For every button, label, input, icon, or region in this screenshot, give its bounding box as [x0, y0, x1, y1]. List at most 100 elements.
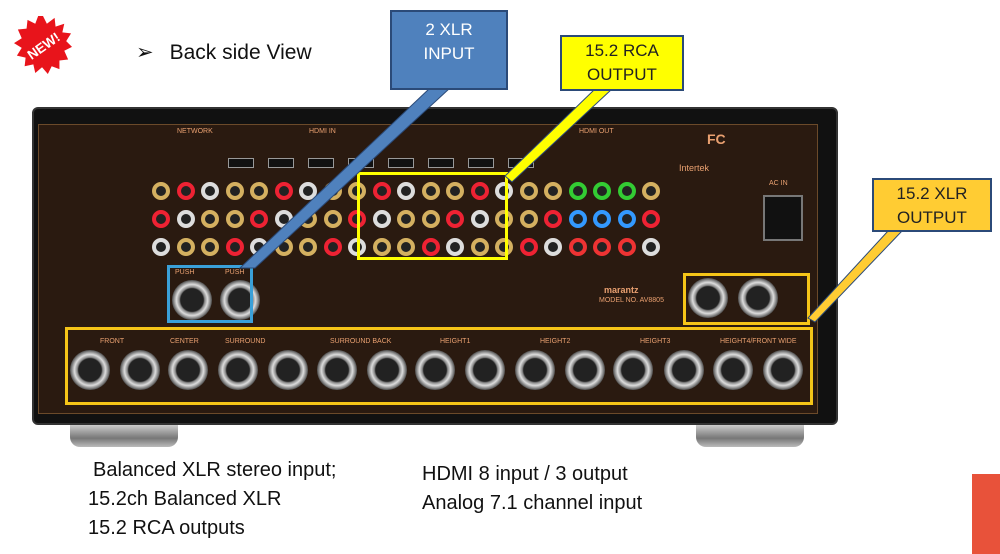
xlr-group-label: CENTER [170, 338, 199, 345]
xlr-output-jack[interactable] [713, 350, 753, 390]
rca-jack[interactable] [421, 182, 440, 200]
rca-jack[interactable] [176, 238, 195, 256]
rca-jack[interactable] [201, 238, 219, 256]
sub-xlr-highlight [683, 273, 810, 325]
xlr-group-label: SURROUND BACK [330, 338, 392, 345]
hdmi-port[interactable] [468, 158, 494, 168]
rca-jack[interactable] [372, 182, 391, 200]
receiver-foot [696, 425, 804, 447]
rca-jack[interactable] [519, 238, 538, 256]
hdmi-port[interactable] [308, 158, 334, 168]
rca-jack[interactable] [642, 182, 660, 200]
rca-jack[interactable] [544, 182, 562, 200]
rca-jack[interactable] [421, 210, 440, 228]
rca-jack[interactable] [201, 210, 219, 228]
rca-jack[interactable] [544, 238, 562, 256]
features-left: Balanced XLR stereo input; 15.2ch Balanc… [88, 459, 337, 539]
rca-jack[interactable] [470, 182, 489, 200]
xlr-output-jack[interactable] [168, 350, 208, 390]
rca-jack[interactable] [470, 238, 489, 256]
xlr-input-jack[interactable] [220, 280, 260, 320]
rca-jack[interactable] [323, 238, 342, 256]
rca-jack[interactable] [372, 238, 391, 256]
rca-jack[interactable] [201, 182, 219, 200]
xlr-input-pointer [238, 87, 452, 269]
hdmi-port[interactable] [228, 158, 254, 168]
rca-jack[interactable] [568, 182, 587, 200]
xlr-output-jack[interactable] [613, 350, 653, 390]
xlr-output-jack[interactable] [70, 350, 110, 390]
xlr-sub-output-jack[interactable] [738, 278, 778, 318]
rca-jack[interactable] [617, 210, 636, 228]
rca-jack[interactable] [593, 238, 611, 256]
arrow-bullet-icon: ➢ [136, 41, 154, 64]
rca-jack[interactable] [519, 182, 538, 200]
rca-jack[interactable] [593, 182, 611, 200]
xlr-group-label: HEIGHT2 [540, 338, 571, 345]
xlr-output-jack[interactable] [565, 350, 605, 390]
xlr-input-jack[interactable] [172, 280, 212, 320]
rca-jack[interactable] [642, 238, 660, 256]
xlr-group-label: HEIGHT4/FRONT WIDE [720, 338, 797, 345]
rca-jack[interactable] [397, 182, 415, 200]
xlr-output-jack[interactable] [515, 350, 555, 390]
rca-jack[interactable] [495, 210, 513, 228]
rca-jack[interactable] [250, 182, 268, 200]
rca-jack[interactable] [372, 210, 391, 228]
rca-jack[interactable] [299, 182, 317, 200]
xlr-group-label: HEIGHT3 [640, 338, 671, 345]
rca-jack[interactable] [323, 210, 342, 228]
rca-output-pointer [504, 88, 614, 183]
rca-jack[interactable] [176, 210, 195, 228]
rca-jack[interactable] [593, 210, 611, 228]
xlr-output-jack[interactable] [268, 350, 308, 390]
rca-jack[interactable] [446, 238, 464, 256]
rca-jack[interactable] [568, 210, 587, 228]
hdmi-port[interactable] [388, 158, 414, 168]
hdmi-port[interactable] [268, 158, 294, 168]
xlr-output-jack[interactable] [317, 350, 357, 390]
rca-jack[interactable] [446, 182, 464, 200]
rca-jack[interactable] [446, 210, 464, 228]
xlr-output-jack[interactable] [120, 350, 160, 390]
xlr-output-jack[interactable] [218, 350, 258, 390]
receiver-foot [70, 425, 178, 447]
xlr-output-jack[interactable] [763, 350, 803, 390]
xlr-output-jack[interactable] [415, 350, 455, 390]
rca-jack[interactable] [225, 182, 244, 200]
rca-jack[interactable] [568, 238, 587, 256]
xlr-group-label: HEIGHT1 [440, 338, 471, 345]
rca-jack[interactable] [152, 182, 170, 200]
xlr-output-highlight [65, 327, 813, 405]
ac-inlet [763, 195, 803, 241]
rca-jack[interactable] [176, 182, 195, 200]
rca-jack[interactable] [470, 210, 489, 228]
rca-jack[interactable] [617, 238, 636, 256]
rca-jack[interactable] [495, 182, 513, 200]
rca-jack[interactable] [225, 238, 244, 256]
rca-jack[interactable] [495, 238, 513, 256]
rca-jack[interactable] [642, 210, 660, 228]
xlr-output-jack[interactable] [367, 350, 407, 390]
rca-jack[interactable] [544, 210, 562, 228]
rca-jack[interactable] [250, 210, 268, 228]
xlr-input-highlight [167, 265, 253, 323]
rca-jack[interactable] [397, 210, 415, 228]
rca-jack[interactable] [274, 182, 293, 200]
xlr-output-jack[interactable] [664, 350, 704, 390]
new-badge: NEW! [14, 16, 72, 74]
xlr-sub-output-jack[interactable] [688, 278, 728, 318]
rca-jack[interactable] [617, 182, 636, 200]
xlr-output-jack[interactable] [465, 350, 505, 390]
rca-jack[interactable] [519, 210, 538, 228]
rca-jack[interactable] [152, 238, 170, 256]
rca-jack[interactable] [397, 238, 415, 256]
rca-jack[interactable] [152, 210, 170, 228]
hdmi-port[interactable] [428, 158, 454, 168]
rca-jack[interactable] [421, 238, 440, 256]
rca-jack[interactable] [225, 210, 244, 228]
rca-jack[interactable] [299, 238, 317, 256]
